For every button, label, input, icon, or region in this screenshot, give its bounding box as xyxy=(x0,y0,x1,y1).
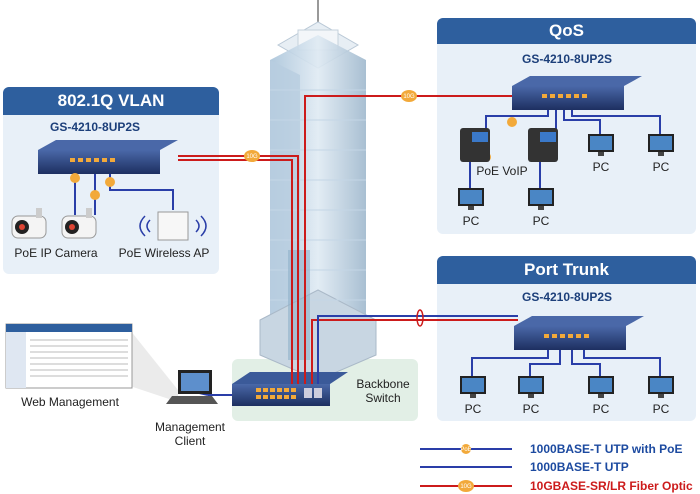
badge-10g: 10G xyxy=(403,94,415,100)
qos-model: GS-4210-8UP2S xyxy=(522,52,613,66)
vlan-model: GS-4210-8UP2S xyxy=(50,120,141,134)
pc-label: PC xyxy=(592,402,610,416)
wireless-ap-icon xyxy=(139,211,207,241)
pc-label: PC xyxy=(652,402,670,416)
pc-icon xyxy=(648,134,674,156)
badge-10g: 10G xyxy=(460,484,472,490)
management-client-label: Client xyxy=(174,434,206,448)
trunk-model: GS-4210-8UP2S xyxy=(522,290,613,304)
pc-label: PC xyxy=(592,160,610,174)
ap-label: PoE Wireless AP xyxy=(118,246,210,260)
pc-label: PC xyxy=(532,214,550,228)
legend-lines xyxy=(420,444,512,492)
ip-camera-icon xyxy=(61,208,97,239)
link-aggregation-icon xyxy=(416,309,424,327)
badge-poe: PoE xyxy=(460,447,472,453)
vlan-title: 802.1Q VLAN xyxy=(3,87,219,115)
qos-title: QoS xyxy=(437,18,696,44)
web-management-screenshot xyxy=(5,323,178,402)
legend-utp: 1000BASE-T UTP xyxy=(530,460,629,474)
pc-label: PC xyxy=(464,402,482,416)
backbone-switch-icon xyxy=(232,372,348,406)
legend-poe: 1000BASE-T UTP with PoE xyxy=(530,442,683,456)
voip-phone-icon xyxy=(528,128,558,162)
pc-label: PC xyxy=(652,160,670,174)
pc-icon xyxy=(528,188,554,210)
camera-label: PoE IP Camera xyxy=(14,246,98,260)
badge-10g: 10G xyxy=(246,154,258,160)
pc-icon xyxy=(648,376,674,398)
backbone-label: Switch xyxy=(365,391,401,405)
pc-icon xyxy=(458,188,484,210)
ip-camera-icon xyxy=(11,208,47,239)
pc-icon xyxy=(588,134,614,156)
voip-label: PoE VoIP xyxy=(476,164,528,178)
management-client-label: Management xyxy=(154,420,226,434)
web-management-label: Web Management xyxy=(21,395,119,409)
trunk-switch-icon xyxy=(514,316,644,350)
pc-icon xyxy=(460,376,486,398)
pc-icon xyxy=(588,376,614,398)
backbone-label: Backbone xyxy=(356,377,410,391)
qos-switch-icon xyxy=(512,76,642,110)
voip-phone-icon xyxy=(460,128,490,162)
pc-label: PC xyxy=(522,402,540,416)
legend-fiber: 10GBASE-SR/LR Fiber Optic xyxy=(530,479,693,493)
laptop-icon xyxy=(166,370,218,404)
pc-icon xyxy=(518,376,544,398)
pc-label: PC xyxy=(462,214,480,228)
vlan-switch-icon xyxy=(38,140,178,174)
10g-badges xyxy=(244,90,417,162)
trunk-title: Port Trunk xyxy=(437,256,696,284)
